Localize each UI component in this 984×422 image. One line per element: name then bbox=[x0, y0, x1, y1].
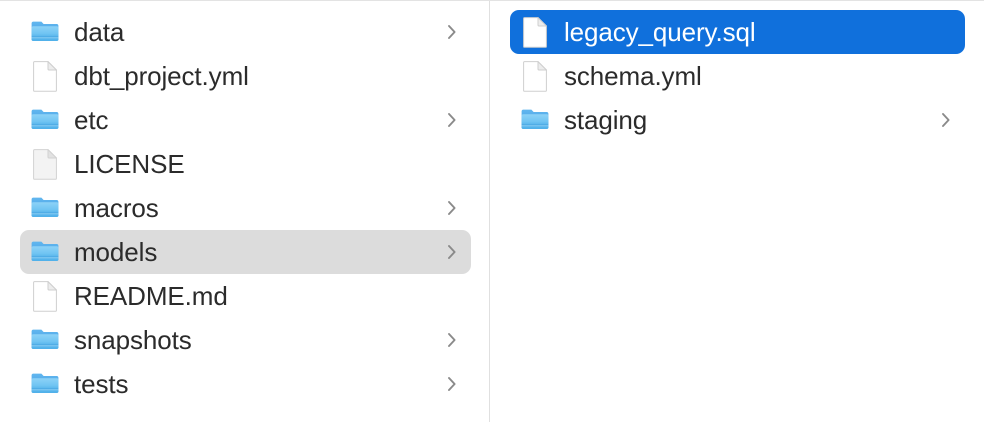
chevron-right-icon[interactable] bbox=[443, 329, 461, 351]
folder-row[interactable]: models bbox=[20, 230, 471, 274]
folder-icon bbox=[30, 103, 60, 137]
folder-row[interactable]: data bbox=[20, 10, 471, 54]
chevron-right-icon[interactable] bbox=[443, 109, 461, 131]
folder-icon bbox=[30, 15, 60, 49]
folder-icon-svg bbox=[31, 21, 59, 41]
folder-icon bbox=[30, 367, 60, 401]
file-list: data dbt_project.yml etc bbox=[0, 10, 489, 406]
file-name-label: dbt_project.yml bbox=[74, 61, 249, 91]
folder-icon bbox=[30, 191, 60, 225]
file-name-label: schema.yml bbox=[564, 61, 702, 91]
file-name-label: tests bbox=[74, 369, 129, 399]
file-row[interactable]: dbt_project.yml bbox=[20, 54, 471, 98]
folder-row[interactable]: snapshots bbox=[20, 318, 471, 362]
document-icon-svg bbox=[523, 60, 547, 92]
document-icon bbox=[30, 59, 60, 93]
document-icon bbox=[520, 59, 550, 93]
chevron-right-icon-svg bbox=[448, 333, 456, 347]
folder-icon-svg bbox=[31, 241, 59, 261]
folder-icon-svg bbox=[31, 329, 59, 349]
document-icon-svg bbox=[33, 60, 57, 92]
folder-icon bbox=[520, 103, 550, 137]
file-name-label: models bbox=[74, 237, 158, 267]
document-plain-icon-svg bbox=[33, 148, 57, 180]
child-column: legacy_query.sql schema.yml staging bbox=[490, 1, 983, 422]
chevron-right-icon[interactable] bbox=[443, 21, 461, 43]
file-row[interactable]: legacy_query.sql bbox=[510, 10, 965, 54]
file-row[interactable]: schema.yml bbox=[510, 54, 965, 98]
chevron-right-icon[interactable] bbox=[443, 241, 461, 263]
file-name-label: etc bbox=[74, 105, 109, 135]
folder-icon bbox=[30, 235, 60, 269]
chevron-right-icon[interactable] bbox=[443, 373, 461, 395]
folder-icon-svg bbox=[31, 109, 59, 129]
document-icon-svg bbox=[33, 280, 57, 312]
parent-column: data dbt_project.yml etc bbox=[0, 1, 490, 422]
chevron-right-icon[interactable] bbox=[937, 109, 955, 131]
file-name-label: macros bbox=[74, 193, 159, 223]
chevron-right-icon-svg bbox=[448, 25, 456, 39]
document-plain-icon bbox=[30, 147, 60, 181]
document-icon bbox=[520, 15, 550, 49]
file-list: legacy_query.sql schema.yml staging bbox=[490, 10, 983, 142]
document-icon-svg bbox=[523, 16, 547, 48]
chevron-right-icon-svg bbox=[448, 377, 456, 391]
document-icon bbox=[30, 279, 60, 313]
chevron-right-icon-svg bbox=[448, 245, 456, 259]
file-name-label: legacy_query.sql bbox=[564, 17, 756, 47]
folder-icon bbox=[30, 323, 60, 357]
chevron-right-icon[interactable] bbox=[443, 197, 461, 219]
file-name-label: snapshots bbox=[74, 325, 192, 355]
file-row[interactable]: LICENSE bbox=[20, 142, 471, 186]
file-name-label: staging bbox=[564, 105, 648, 135]
chevron-right-icon-svg bbox=[942, 113, 950, 127]
folder-icon-svg bbox=[31, 197, 59, 217]
chevron-right-icon-svg bbox=[448, 201, 456, 215]
folder-icon-svg bbox=[521, 109, 549, 129]
folder-row[interactable]: tests bbox=[20, 362, 471, 406]
chevron-right-icon-svg bbox=[448, 113, 456, 127]
folder-row[interactable]: macros bbox=[20, 186, 471, 230]
file-name-label: LICENSE bbox=[74, 149, 185, 179]
file-name-label: README.md bbox=[74, 281, 228, 311]
folder-icon-svg bbox=[31, 373, 59, 393]
folder-row[interactable]: staging bbox=[510, 98, 965, 142]
file-row[interactable]: README.md bbox=[20, 274, 471, 318]
folder-row[interactable]: etc bbox=[20, 98, 471, 142]
file-name-label: data bbox=[74, 17, 125, 47]
